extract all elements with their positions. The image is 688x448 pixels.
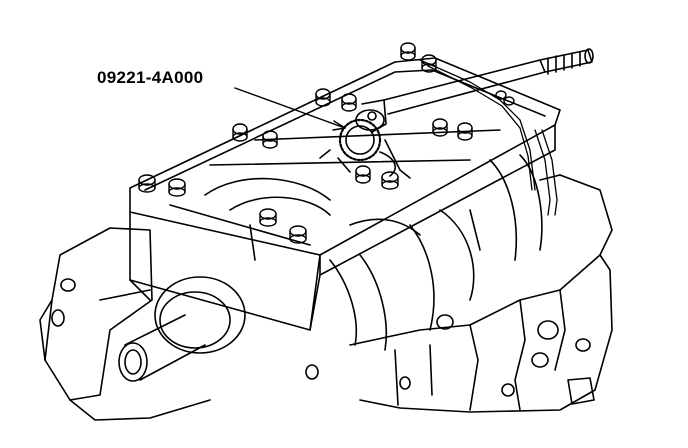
crankshaft-snout xyxy=(99,276,246,382)
bolt xyxy=(495,90,515,106)
bolt xyxy=(457,122,473,141)
callout-leader xyxy=(234,87,346,131)
bolt xyxy=(289,225,307,244)
bolt xyxy=(232,123,248,142)
bedplate-bolts xyxy=(138,42,515,244)
crankshaft-webs xyxy=(204,154,543,351)
bedplate-front-face xyxy=(129,124,556,331)
bolt xyxy=(355,165,371,184)
bolt xyxy=(381,171,399,190)
block-bosses xyxy=(51,278,595,405)
torque-wrench xyxy=(383,48,594,115)
bolt xyxy=(259,208,277,227)
bolt xyxy=(138,174,156,193)
bolt xyxy=(341,93,357,112)
bolt xyxy=(262,130,278,149)
bolt xyxy=(168,178,186,197)
angle-gauge-tool xyxy=(319,99,411,179)
bolt xyxy=(400,42,416,61)
bolt xyxy=(421,54,437,73)
engine-block-outline xyxy=(39,174,613,421)
bolt xyxy=(315,88,331,107)
bolt xyxy=(432,118,448,137)
timing-chain xyxy=(419,59,558,216)
tool-part-number-label: 09221-4A000 xyxy=(97,68,204,87)
